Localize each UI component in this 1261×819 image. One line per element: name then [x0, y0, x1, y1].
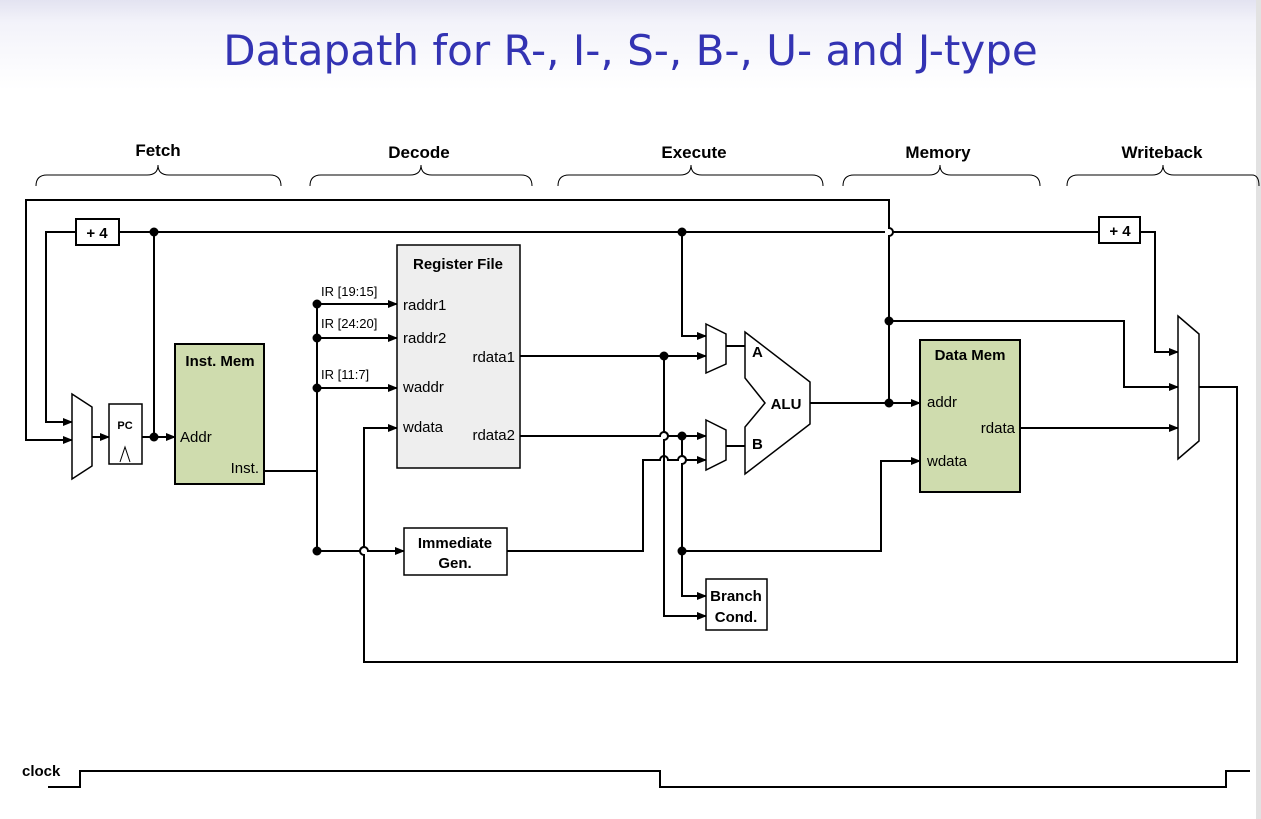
plus4-writeback: + 4 [1098, 216, 1141, 244]
svg-text:Gen.: Gen. [438, 555, 471, 572]
svg-text:raddr1: raddr1 [403, 297, 446, 314]
stage-memory-label: Memory [905, 143, 971, 162]
svg-text:Immediate: Immediate [418, 535, 492, 552]
svg-text:Inst.: Inst. [231, 460, 259, 477]
immediate-gen: Immediate Gen. [403, 527, 508, 576]
slide-title: Datapath for R-, I-, S-, B-, U- and J-ty… [223, 26, 1038, 75]
title-band [0, 0, 1261, 90]
svg-text:+ 4: + 4 [86, 225, 108, 242]
ir-rs1-label: IR [19:15] [321, 284, 377, 299]
writeback-mux [1177, 314, 1200, 461]
stage-fetch-label: Fetch [135, 141, 180, 160]
wires [25, 199, 1238, 663]
stage-decode-label: Decode [388, 143, 449, 162]
svg-text:Addr: Addr [180, 429, 212, 446]
stage-execute-label: Execute [661, 143, 726, 162]
plus4-fetch: + 4 [75, 218, 120, 246]
svg-text:Cond.: Cond. [715, 609, 758, 626]
branch-cond: Branch Cond. [705, 578, 768, 631]
svg-text:A: A [752, 344, 763, 361]
data-mem: Data Mem addr rdata wdata [919, 339, 1021, 493]
svg-text:Branch: Branch [710, 588, 762, 605]
ir-rs2-label: IR [24:20] [321, 316, 377, 331]
execute-brace [557, 164, 824, 187]
svg-text:Data Mem: Data Mem [935, 347, 1006, 364]
alu-mux-a [705, 322, 727, 375]
svg-text:PC: PC [117, 420, 132, 432]
svg-text:rdata2: rdata2 [472, 427, 515, 444]
alu: A B ALU [744, 330, 811, 476]
svg-text:addr: addr [927, 394, 957, 411]
junction-dots [149, 227, 894, 556]
svg-text:waddr: waddr [402, 379, 444, 396]
alu-mux-b [705, 418, 727, 472]
scrollbar-track [1256, 0, 1261, 819]
clock-label: clock [22, 763, 61, 780]
stage-writeback-label: Writeback [1122, 143, 1203, 162]
svg-text:rdata: rdata [981, 420, 1016, 437]
svg-text:Register File: Register File [413, 256, 503, 273]
inst-mem: Inst. Mem Addr Inst. [174, 343, 265, 485]
svg-text:raddr2: raddr2 [403, 330, 446, 347]
svg-text:wdata: wdata [402, 419, 444, 436]
fetch-brace [35, 164, 282, 187]
stage-headers: Fetch Decode Execute Memory Writeback [35, 141, 1260, 187]
ir-rd-label: IR [11:7] [321, 367, 369, 382]
svg-text:rdata1: rdata1 [472, 349, 515, 366]
pc-register: PC [108, 403, 143, 465]
svg-text:wdata: wdata [926, 453, 968, 470]
svg-text:B: B [752, 436, 763, 453]
pc-mux [71, 392, 93, 481]
svg-text:Inst. Mem: Inst. Mem [185, 353, 254, 370]
svg-text:+ 4: + 4 [1109, 223, 1131, 240]
memory-brace [842, 164, 1041, 187]
writeback-brace [1066, 164, 1260, 187]
svg-text:ALU: ALU [771, 396, 802, 413]
clock-waveform [48, 770, 1250, 788]
decode-brace [309, 164, 533, 187]
register-file: Register File raddr1 raddr2 waddr wdata … [396, 244, 521, 469]
